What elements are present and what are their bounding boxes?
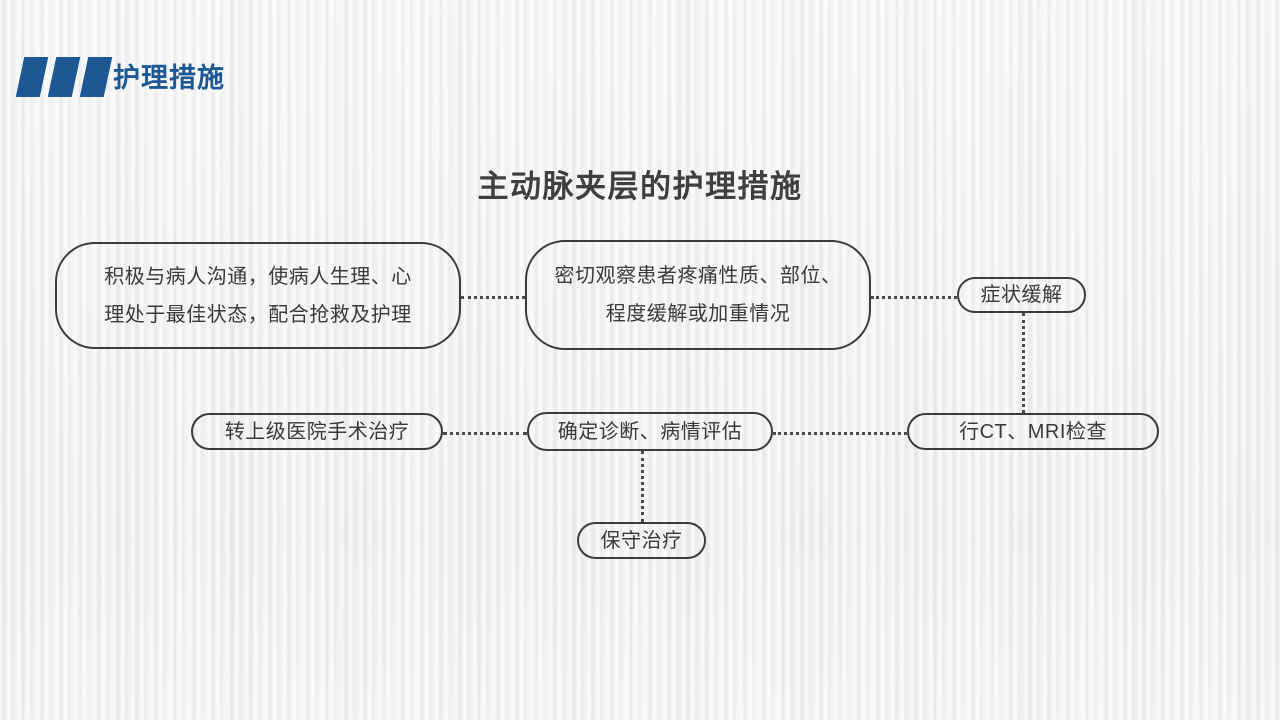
connector-diagnosis-to-ct-mri (773, 432, 907, 435)
connector-observe-to-symptom-relief (871, 296, 957, 299)
flowchart-node-transfer-surgery[interactable]: 转上级医院手术治疗 (191, 413, 443, 450)
flowchart-node-observe-pain[interactable]: 密切观察患者疼痛性质、部位、 程度缓解或加重情况 (525, 240, 871, 350)
connector-communication-to-observe (461, 296, 525, 299)
flowchart-node-ct-mri-exam[interactable]: 行CT、MRI检查 (907, 413, 1159, 450)
page-title: 主动脉夹层的护理措施 (477, 169, 803, 204)
connector-symptom-relief-to-ct-mri (1022, 313, 1025, 413)
flowchart-node-conservative-treatment[interactable]: 保守治疗 (577, 522, 706, 559)
header-title: 护理措施 (113, 63, 225, 93)
connector-transfer-to-diagnosis (443, 432, 527, 435)
slide-header: 护理措施 (0, 0, 1280, 130)
connector-diagnosis-to-conservative (641, 451, 644, 522)
flowchart-node-symptom-relief[interactable]: 症状缓解 (957, 277, 1086, 313)
flowchart-node-diagnosis-assessment[interactable]: 确定诊断、病情评估 (527, 412, 773, 451)
flowchart-node-communication[interactable]: 积极与病人沟通，使病人生理、心 理处于最佳状态，配合抢救及护理 (55, 242, 461, 349)
